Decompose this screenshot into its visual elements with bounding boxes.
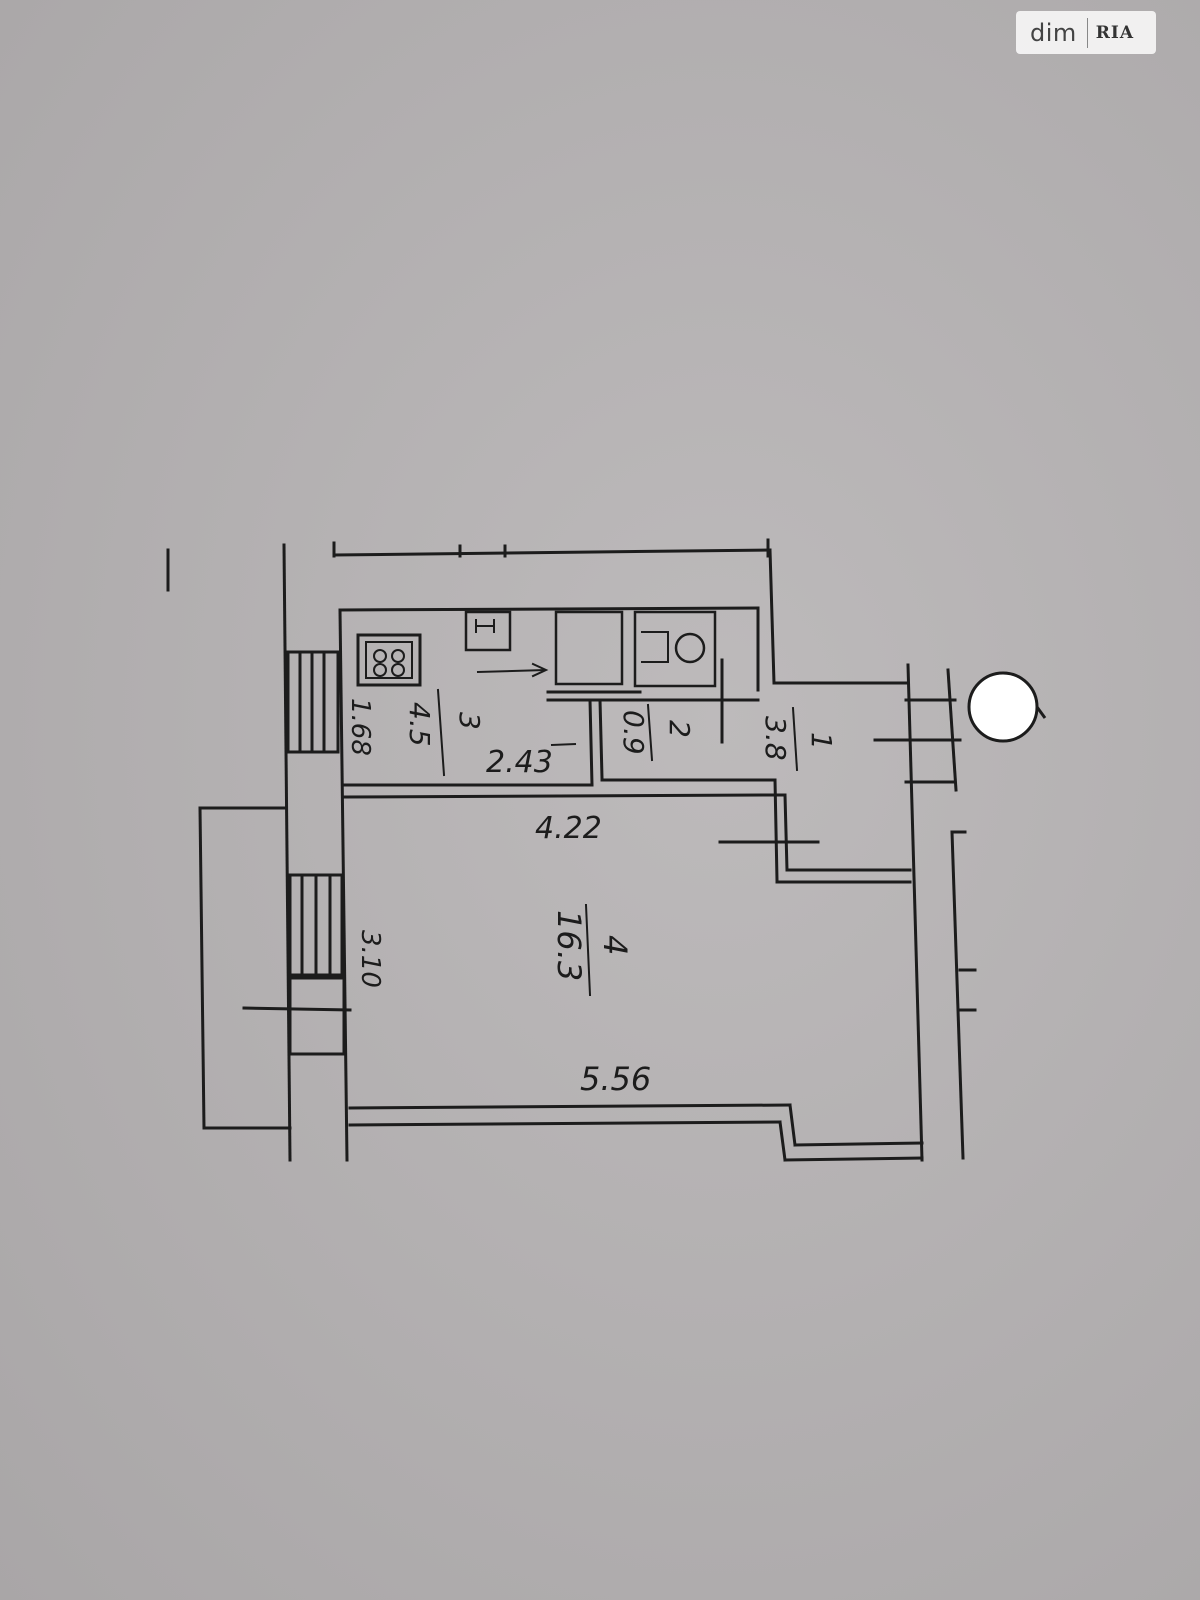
room-1-area: 3.8 (759, 716, 792, 761)
room-2-area: 0.9 (617, 710, 650, 755)
shower (554, 610, 624, 686)
room-top-dimension: 4.22 (535, 811, 602, 846)
outer-wall-left (282, 543, 292, 1162)
top-wall (332, 548, 772, 557)
toilet-box (633, 610, 717, 688)
sink (464, 610, 512, 652)
outer-wall-right (906, 663, 924, 1162)
marker-dot (967, 671, 1039, 743)
room-3-number: 3 (453, 712, 486, 730)
watermark-logo: RIA (1095, 22, 1135, 43)
watermark-divider (1086, 17, 1088, 48)
room-4-number: 4 (596, 935, 634, 955)
kitchen-length-label: 1.68 (345, 698, 375, 756)
room-side-dimension: 3.10 (355, 930, 385, 988)
dimria-watermark: dim RIA (1016, 11, 1156, 54)
stove (356, 633, 422, 687)
room-bottom-dimension: 5.56 (580, 1060, 651, 1098)
room-4-area: 16.3 (550, 910, 588, 981)
room-bottom-wall (348, 1103, 792, 1110)
watermark-brand: dim (1030, 18, 1077, 47)
kitchen-top-wall (338, 606, 760, 612)
room-3-area: 4.5 (403, 702, 436, 747)
room-2-number: 2 (663, 720, 696, 738)
room-1-number: 1 (805, 732, 838, 750)
kitchen-width-label: 2.43 (486, 745, 553, 780)
